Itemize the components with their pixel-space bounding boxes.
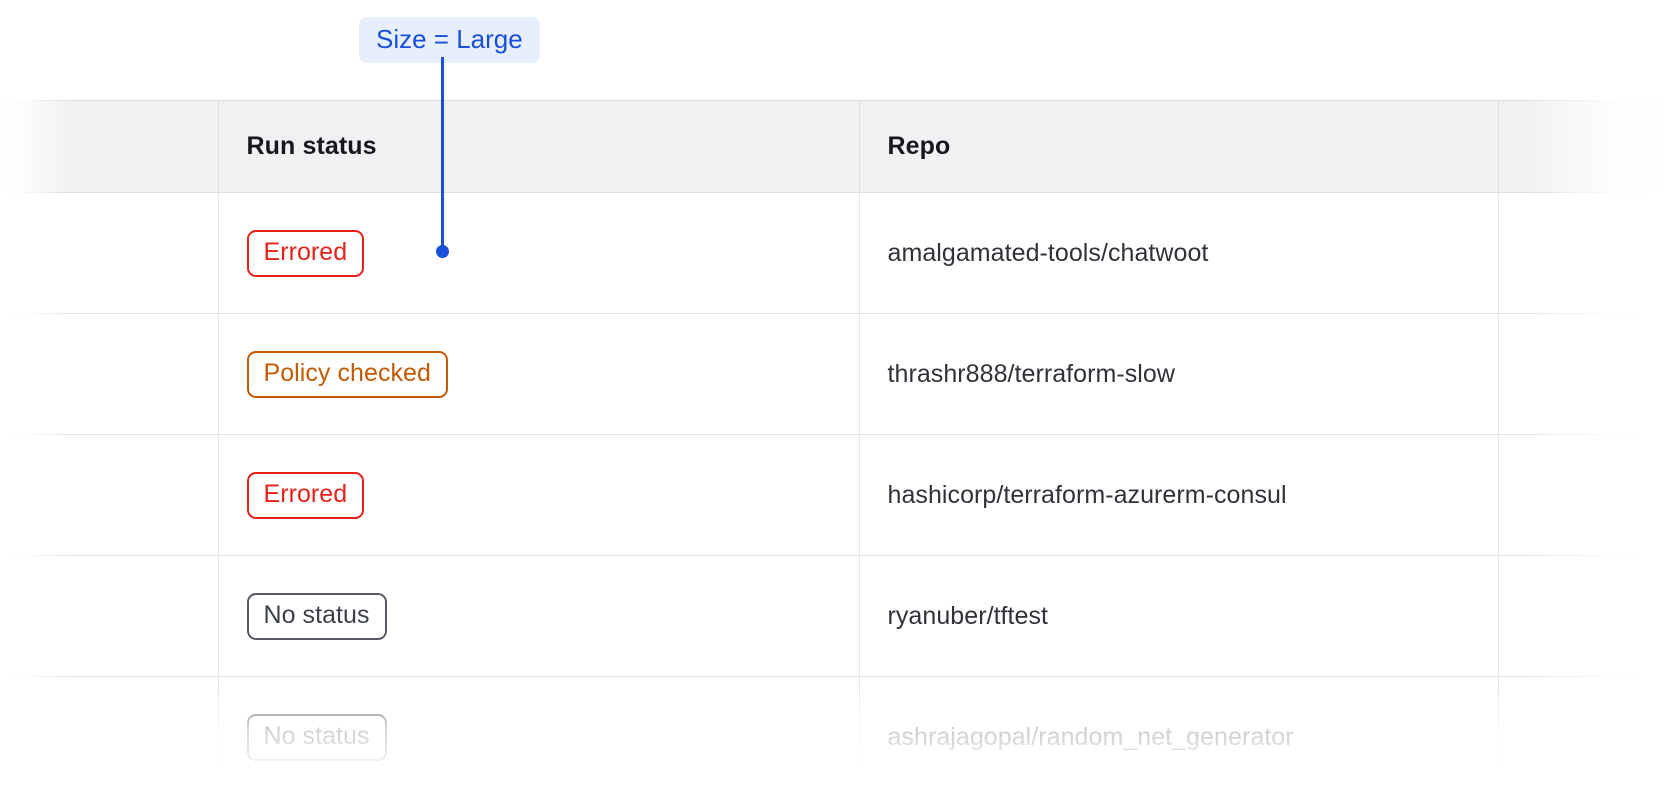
runs-table: Run status Repo Errored amalgamated-tool… (0, 100, 1672, 788)
cell-repo[interactable]: hashicorp/terraform-azurerm-consul (859, 434, 1499, 556)
annotation-connector-line (441, 57, 444, 247)
annotation-anchor-dot (436, 245, 449, 258)
status-badge[interactable]: No status (246, 592, 387, 640)
row-tail-cell (1498, 434, 1672, 556)
row-gutter-cell (0, 676, 219, 788)
row-gutter-cell (0, 192, 219, 314)
table-row[interactable]: Errored amalgamated-tools/chatwoot (0, 192, 1672, 314)
table-row[interactable]: No status ryanuber/tftest (0, 555, 1672, 677)
cell-run-status: Policy checked (218, 313, 860, 435)
table-header: Run status Repo (0, 100, 1672, 193)
status-badge[interactable]: Policy checked (246, 350, 448, 398)
row-tail-cell (1498, 192, 1672, 314)
cell-repo[interactable]: amalgamated-tools/chatwoot (859, 192, 1499, 314)
table-header-row: Run status Repo (0, 100, 1672, 193)
row-tail-cell (1498, 676, 1672, 788)
row-tail-cell (1498, 313, 1672, 435)
cell-run-status: Errored (218, 434, 860, 556)
status-badge[interactable]: No status (246, 713, 387, 761)
cell-repo[interactable]: thrashr888/terraform-slow (859, 313, 1499, 435)
table-row[interactable]: Errored hashicorp/terraform-azurerm-cons… (0, 434, 1672, 556)
column-header-repo[interactable]: Repo (859, 100, 1499, 193)
table-row[interactable]: Policy checked thrashr888/terraform-slow (0, 313, 1672, 435)
column-header-run-status[interactable]: Run status (218, 100, 860, 193)
table-row[interactable]: No status ashrajagopal/random_net_genera… (0, 676, 1672, 788)
row-tail-cell (1498, 555, 1672, 677)
cell-run-status: No status (218, 555, 860, 677)
cell-run-status: No status (218, 676, 860, 788)
status-badge[interactable]: Errored (246, 229, 365, 277)
annotation-callout-label: Size = Large (359, 17, 540, 63)
cell-run-status: Errored (218, 192, 860, 314)
cell-repo[interactable]: ashrajagopal/random_net_generator (859, 676, 1499, 788)
column-header-tail (1498, 100, 1672, 193)
status-badge[interactable]: Errored (246, 471, 365, 519)
cell-repo[interactable]: ryanuber/tftest (859, 555, 1499, 677)
table-body: Errored amalgamated-tools/chatwoot Polic… (0, 192, 1672, 788)
column-header-gutter (0, 100, 219, 193)
row-gutter-cell (0, 555, 219, 677)
table-scroll-region[interactable]: Run status Repo Errored amalgamated-tool… (0, 100, 1672, 788)
row-gutter-cell (0, 313, 219, 435)
row-gutter-cell (0, 434, 219, 556)
